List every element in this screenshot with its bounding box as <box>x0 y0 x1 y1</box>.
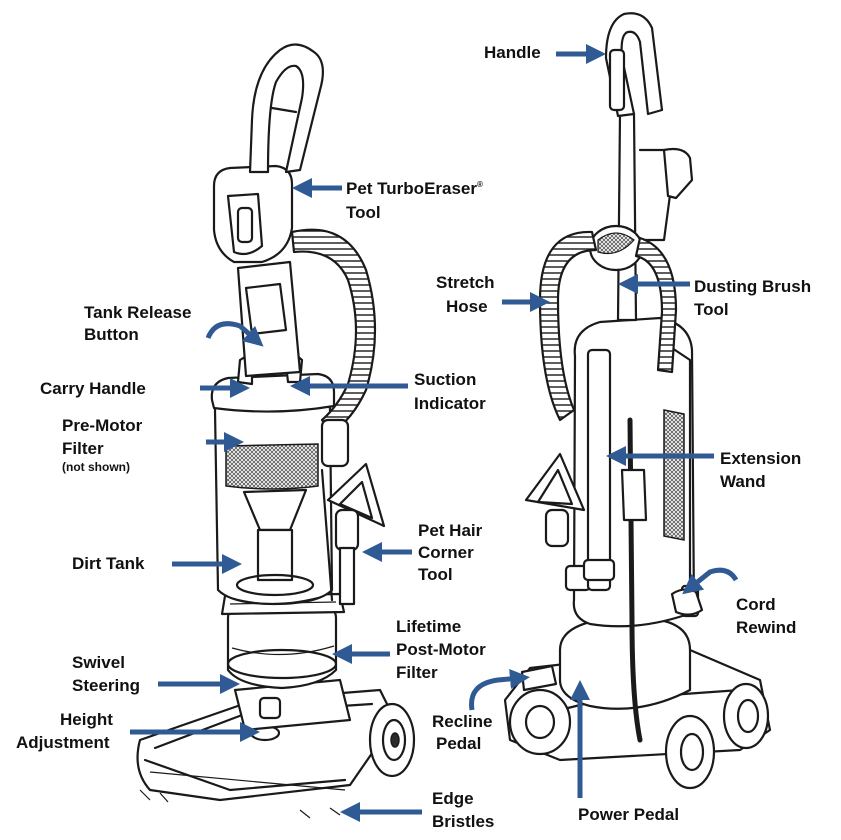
label-pet-hair-line1: Pet Hair <box>418 521 483 540</box>
label-height-line1: Height <box>60 710 113 729</box>
label-cord-rewind-line1: Cord <box>736 595 776 614</box>
registered-mark: ® <box>477 180 483 189</box>
label-swivel-line2: Steering <box>72 676 140 695</box>
label-tank-release-line2: Button <box>84 325 139 344</box>
label-carry-handle: Carry Handle <box>40 379 146 398</box>
label-stretch-hose-line1: Stretch <box>436 273 495 292</box>
label-recline-line2: Pedal <box>436 734 481 753</box>
arrow-recline <box>469 668 530 711</box>
label-pre-motor-note: (not shown) <box>62 460 130 474</box>
label-recline-line1: Recline <box>432 712 492 731</box>
callout-labels: Handle Pet TurboEraser® Tool Stretch Hos… <box>16 43 811 831</box>
label-height-line2: Adjustment <box>16 733 110 752</box>
label-extension-wand-line1: Extension <box>720 449 801 468</box>
label-lifetime-line3: Filter <box>396 663 438 682</box>
label-pet-hair-line3: Tool <box>418 565 453 584</box>
label-stretch-hose-line2: Hose <box>446 297 488 316</box>
label-tank-release-line1: Tank Release <box>84 303 191 322</box>
label-power-pedal: Power Pedal <box>578 805 679 824</box>
label-suction-indicator-line1: Suction <box>414 370 476 389</box>
label-pet-turboeraser: Pet TurboEraser® <box>346 179 483 198</box>
vacuum-front-view <box>136 43 416 819</box>
label-extension-wand-line2: Wand <box>720 472 766 491</box>
label-pre-motor-line2: Filter <box>62 439 104 458</box>
label-pre-motor-line1: Pre-Motor <box>62 416 143 435</box>
label-dusting-brush-line1: Dusting Brush <box>694 277 811 296</box>
label-lifetime-line1: Lifetime <box>396 617 461 636</box>
label-suction-indicator-line2: Indicator <box>414 394 486 413</box>
label-dusting-brush-line2: Tool <box>694 300 729 319</box>
label-swivel-line1: Swivel <box>72 653 125 672</box>
label-edge-line2: Bristles <box>432 812 494 831</box>
label-handle: Handle <box>484 43 541 62</box>
label-cord-rewind-line2: Rewind <box>736 618 796 637</box>
label-pet-hair-line2: Corner <box>418 543 474 562</box>
arrow-tank-release <box>205 321 264 347</box>
arrow-cord-rewind <box>682 567 739 595</box>
label-edge-line1: Edge <box>432 789 474 808</box>
label-lifetime-line2: Post-Motor <box>396 640 486 659</box>
label-dirt-tank: Dirt Tank <box>72 554 145 573</box>
callout-arrows <box>130 44 739 822</box>
vacuum-rear-view <box>503 12 772 790</box>
label-pet-turboeraser-line2: Tool <box>346 203 381 222</box>
